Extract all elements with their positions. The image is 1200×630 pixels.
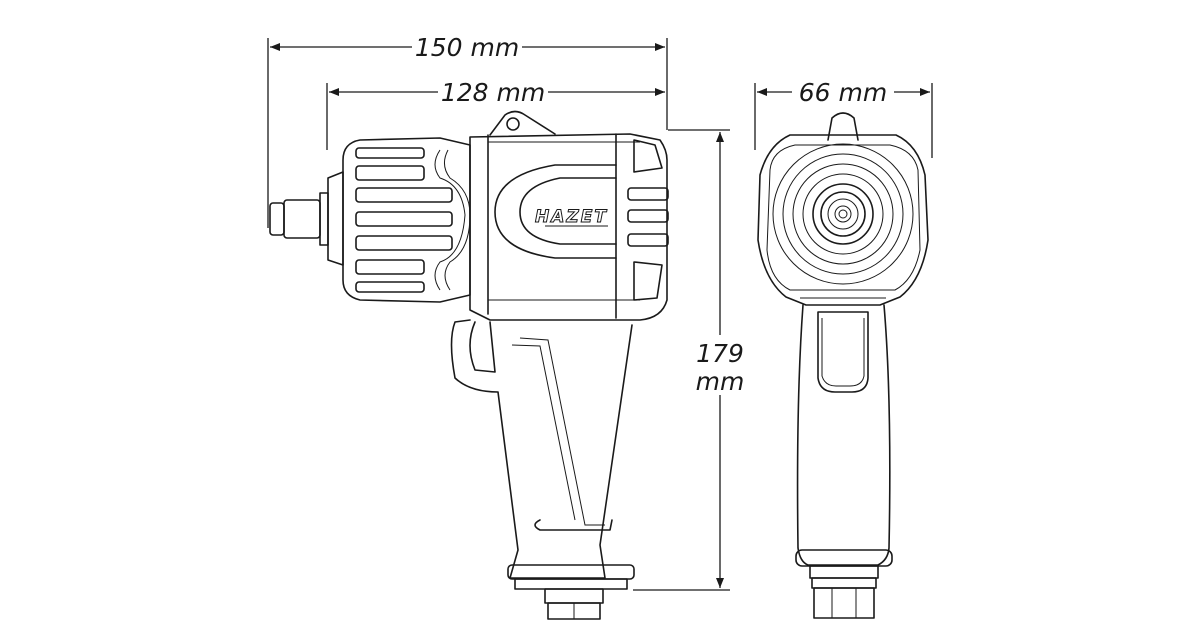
dimension-label-150: 150 mm xyxy=(415,33,519,62)
dimension-label-unit: mm xyxy=(696,367,745,396)
dimension-label-128: 128 mm xyxy=(441,78,545,107)
brand-logo: HAZET xyxy=(535,207,608,227)
anvil-rings xyxy=(772,143,914,285)
front-view-impact-wrench xyxy=(757,112,929,619)
cooling-ribs xyxy=(355,147,453,293)
exhaust-slots xyxy=(627,139,669,301)
dimension-body-length: 128 mm xyxy=(326,78,665,150)
dimension-label-179: 179 xyxy=(696,339,744,368)
dimension-height: 179 mm xyxy=(633,129,745,591)
side-view-impact-wrench: HAZET xyxy=(269,110,669,620)
dimension-width: 66 mm xyxy=(754,78,933,158)
dimension-label-66: 66 mm xyxy=(799,78,887,107)
dimension-overall-length: 150 mm xyxy=(267,30,668,228)
